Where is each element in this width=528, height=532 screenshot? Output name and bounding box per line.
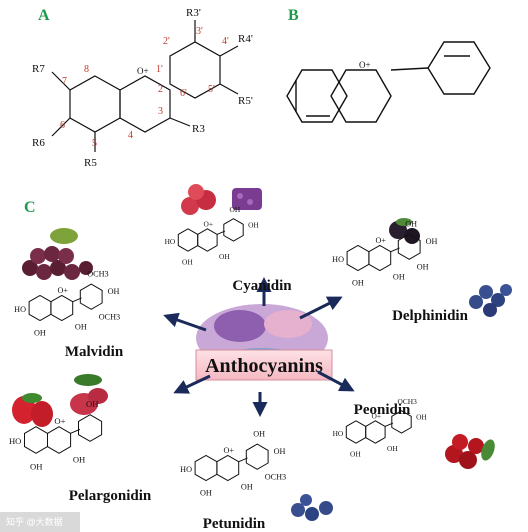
atom-label-delphinidin-oxonium: O+ bbox=[375, 236, 386, 245]
panel-label-b: B bbox=[288, 7, 299, 24]
arrow-to-peonidin bbox=[317, 370, 355, 392]
atom-label-petunidin-oh-5: OH bbox=[200, 489, 212, 498]
purple-corn-image bbox=[232, 188, 262, 210]
arrow-to-delphinidin bbox=[299, 296, 343, 320]
atom-label-petunidin-ho-7: HO bbox=[180, 465, 192, 474]
atom-label-pelargonidin-oh-5: OH bbox=[30, 461, 42, 471]
atom-label-cyanidin-ringb-0: OH bbox=[230, 205, 241, 214]
svg-text:7: 7 bbox=[62, 76, 67, 87]
svg-text:5: 5 bbox=[92, 138, 97, 149]
atom-label-delphinidin-ringb-2: OH bbox=[417, 262, 429, 271]
cherry-image bbox=[445, 434, 495, 469]
atom-label-pelargonidin-ho-7: HO bbox=[9, 436, 21, 446]
panel-b-oxonium: O+ bbox=[359, 60, 371, 70]
atom-label-cyanidin-ho-7: HO bbox=[165, 237, 176, 246]
radish-image bbox=[70, 374, 108, 415]
atom-label-pelargonidin-ringb-0: OH bbox=[86, 399, 98, 409]
svg-text:2': 2' bbox=[163, 36, 170, 47]
svg-text:R7: R7 bbox=[32, 63, 45, 75]
strawberry-image bbox=[12, 393, 53, 427]
atom-label-malvidin-ringb-0: OCH3 bbox=[87, 270, 108, 279]
atom-label-delphinidin-ringb-0: OH bbox=[405, 220, 417, 229]
atom-label-cyanidin-oh-5: OH bbox=[182, 258, 193, 267]
structure-peonidin bbox=[345, 410, 412, 444]
svg-text:R4': R4' bbox=[238, 33, 253, 45]
atom-label-pelargonidin-oh-3: OH bbox=[73, 455, 85, 465]
svg-text:4': 4' bbox=[222, 36, 229, 47]
atom-label-malvidin-oxonium: O+ bbox=[57, 286, 68, 295]
atom-label-petunidin-ringb-0: OH bbox=[253, 430, 265, 439]
atom-label-petunidin-oh-3: OH bbox=[241, 482, 253, 491]
svg-text:R6: R6 bbox=[32, 137, 45, 149]
atom-label-cyanidin-oh-3: OH bbox=[219, 252, 230, 261]
atom-label-delphinidin-oh-3: OH bbox=[393, 272, 405, 281]
atom-label-malvidin-ho-7: HO bbox=[14, 305, 26, 314]
atom-label-delphinidin-ringb-1: OH bbox=[426, 237, 438, 246]
atom-label-malvidin-oh-3: OH bbox=[75, 322, 87, 331]
panel-label-a: A bbox=[38, 7, 50, 24]
svg-text:1': 1' bbox=[156, 64, 163, 75]
atom-label-peonidin-oxonium: O+ bbox=[372, 412, 382, 421]
panel-a-substituents: R3' R4' R5' R7 R6 R5 R3 bbox=[32, 7, 253, 169]
atom-label-cyanidin-oxonium: O+ bbox=[204, 220, 214, 229]
compound-name-malvidin: Malvidin bbox=[65, 344, 124, 360]
atom-label-peonidin-ringb-0: OCH3 bbox=[398, 397, 418, 406]
svg-text:4: 4 bbox=[128, 130, 133, 141]
atom-label-malvidin-oh-5: OH bbox=[34, 329, 46, 338]
blueberry-image-2 bbox=[291, 494, 333, 521]
compound-name-peonidin: Peonidin bbox=[354, 402, 411, 418]
svg-text:3: 3 bbox=[158, 106, 163, 117]
center-title-box bbox=[195, 349, 333, 381]
structure-malvidin bbox=[28, 283, 103, 322]
panel-a-structure bbox=[51, 20, 239, 152]
watermark: 知乎 @大数据 bbox=[6, 516, 63, 527]
grape-image bbox=[22, 228, 93, 280]
svg-text:R5': R5' bbox=[238, 95, 253, 107]
svg-text:R3: R3 bbox=[192, 123, 205, 135]
raspberry-image bbox=[181, 184, 216, 215]
center-title: Anthocyanins bbox=[205, 355, 323, 377]
atom-label-cyanidin-ringb-1: OH bbox=[248, 221, 259, 230]
atom-label-peonidin-oh-3: OH bbox=[387, 444, 398, 453]
svg-text:5': 5' bbox=[208, 84, 215, 95]
atom-label-peonidin-ho-7: HO bbox=[333, 429, 344, 438]
compound-name-cyanidin: Cyanidin bbox=[232, 278, 292, 294]
atom-label-petunidin-ringb-1: OH bbox=[274, 447, 286, 456]
svg-text:2: 2 bbox=[158, 84, 163, 95]
compound-name-petunidin: Petunidin bbox=[203, 516, 266, 532]
atom-label-malvidin-ringb-1: OH bbox=[108, 287, 120, 296]
watermark-bg bbox=[0, 512, 80, 532]
panel-a-oxonium: O+ bbox=[137, 66, 149, 76]
svg-text:3': 3' bbox=[196, 26, 203, 37]
atom-label-malvidin-ringb-2: OCH3 bbox=[99, 312, 120, 321]
compound-name-delphinidin: Delphinidin bbox=[392, 308, 469, 324]
blueberry-image bbox=[469, 284, 512, 317]
atom-label-peonidin-ringb-1: OH bbox=[416, 413, 427, 422]
svg-text:R3': R3' bbox=[186, 7, 201, 19]
panel-a-numbers: 2' 3' 4' 5' 6' 1' 2 3 4 5 6 7 8 bbox=[60, 26, 229, 149]
atom-label-delphinidin-oh-5: OH bbox=[352, 279, 364, 288]
arrow-to-pelargonidin bbox=[173, 374, 211, 394]
compound-structures: HOOHO+OHOHOHHOOHO+OHOHOHOHHOOHO+OHOCH3OH… bbox=[9, 205, 438, 498]
arrow-to-malvidin bbox=[163, 312, 207, 332]
atom-label-peonidin-oh-5: OH bbox=[350, 450, 361, 459]
svg-text:R5: R5 bbox=[84, 157, 97, 169]
svg-text:8: 8 bbox=[84, 64, 89, 75]
compound-name-pelargonidin: Pelargonidin bbox=[69, 488, 152, 504]
panel-label-c: C bbox=[24, 199, 36, 216]
structure-cyanidin bbox=[177, 218, 244, 252]
structure-delphinidin bbox=[346, 233, 421, 272]
arrows bbox=[163, 277, 355, 417]
svg-text:6': 6' bbox=[180, 88, 187, 99]
atom-label-petunidin-oxonium: O+ bbox=[223, 446, 234, 455]
atom-label-petunidin-ringb-2: OCH3 bbox=[265, 472, 286, 481]
structure-petunidin bbox=[194, 443, 269, 482]
svg-text:6: 6 bbox=[60, 120, 65, 131]
structure-pelargonidin bbox=[24, 414, 103, 454]
panel-b-structure bbox=[286, 41, 491, 123]
atom-label-pelargonidin-oxonium: O+ bbox=[54, 416, 65, 426]
atom-label-delphinidin-ho-7: HO bbox=[332, 255, 344, 264]
